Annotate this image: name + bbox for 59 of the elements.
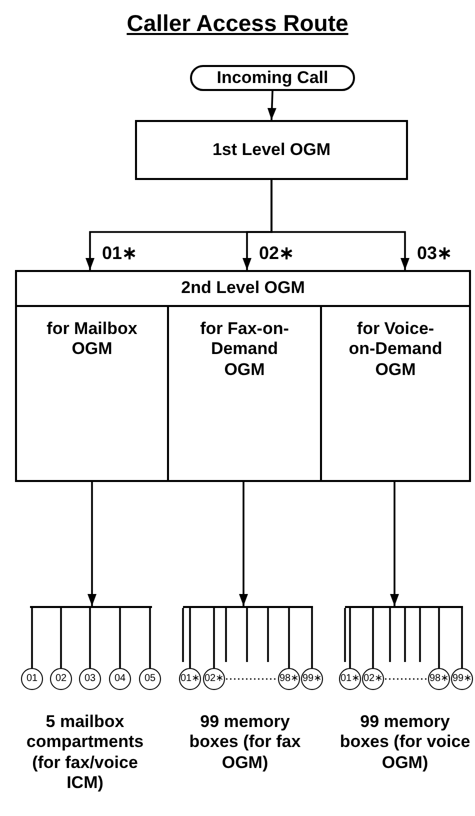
number-circle — [109, 668, 131, 690]
diagram-title: Caller Access Route — [126, 10, 350, 37]
circle-number: 02∗ — [363, 674, 383, 684]
connector-line — [149, 608, 151, 668]
group-caption: 5 mailbox compartments (for fax/voice ICM) — [25, 712, 145, 794]
circle-number: 04 — [114, 674, 126, 684]
connector-line — [372, 608, 374, 668]
circle-number: 99∗ — [302, 674, 322, 684]
number-circle — [451, 668, 473, 690]
connector-line — [213, 608, 215, 668]
arrow — [270, 180, 410, 270]
group-heading: 2nd Level OGM — [181, 278, 305, 298]
connector-line — [288, 608, 290, 668]
number-circle — [428, 668, 450, 690]
number-circle — [301, 668, 323, 690]
arrow — [267, 90, 276, 120]
number-circle — [79, 668, 101, 690]
circle-number: 01 — [26, 674, 38, 684]
number-circle — [21, 668, 43, 690]
arrow — [88, 480, 96, 606]
number-circle — [203, 668, 225, 690]
connector-line — [438, 608, 440, 668]
start-terminal — [190, 65, 355, 91]
box-label: for Voice-on-Demand OGM — [348, 319, 444, 380]
connector-line — [60, 608, 62, 668]
circle-number: 98∗ — [279, 674, 299, 684]
column-box — [320, 305, 469, 480]
process-box — [135, 120, 408, 180]
circle-number: 99∗ — [452, 674, 472, 684]
number-circle — [339, 668, 361, 690]
connector-line — [119, 608, 121, 668]
circle-number: 01∗ — [180, 674, 200, 684]
connector-line — [349, 608, 351, 668]
column-box — [167, 305, 320, 480]
number-circle — [139, 668, 161, 690]
circle-number: 05 — [144, 674, 156, 684]
circle-number: 02 — [55, 674, 67, 684]
box-label: Incoming Call — [216, 68, 328, 88]
group-box — [15, 270, 471, 482]
arrow — [239, 480, 248, 606]
box-label: for Fax-on-Demand OGM — [199, 319, 290, 380]
group-caption: 99 memory boxes (for voice OGM) — [338, 712, 472, 774]
circle-number: 98∗ — [429, 674, 449, 684]
arrow — [390, 480, 399, 606]
number-circle — [179, 668, 201, 690]
number-circle — [278, 668, 300, 690]
connector-line — [189, 608, 191, 668]
connector-line — [311, 608, 313, 668]
box-label: 1st Level OGM — [212, 140, 331, 160]
box-label: for Mailbox OGM — [46, 319, 138, 360]
circle-number: 03 — [84, 674, 96, 684]
connector-line — [89, 608, 91, 668]
number-circle — [50, 668, 72, 690]
number-circle — [362, 668, 384, 690]
connector-line — [31, 608, 33, 668]
connector-line — [461, 608, 463, 668]
group-caption: 99 memory boxes (for fax OGM) — [188, 712, 302, 774]
circle-number: 02∗ — [204, 674, 224, 684]
circle-number: 01∗ — [340, 674, 360, 684]
